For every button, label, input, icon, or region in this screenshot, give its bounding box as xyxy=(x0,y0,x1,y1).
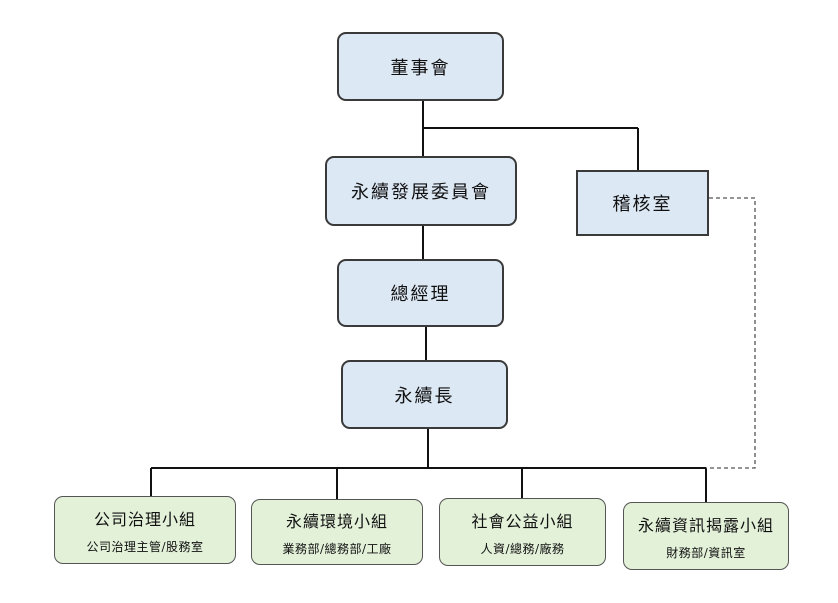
group-title: 永續資訊揭露小組 xyxy=(637,515,774,535)
board-label: 董事會 xyxy=(390,57,451,79)
general-manager-label: 總經理 xyxy=(390,284,451,305)
sustainability-committee-node: 永續發展委員會 xyxy=(325,156,517,226)
group-title: 社會公益小組 xyxy=(471,511,574,531)
general-manager-node: 總經理 xyxy=(337,259,504,327)
chief-sustainability-node: 永續長 xyxy=(341,360,508,429)
group-box-environment: 永續環境小組 業務部/總務部/工廠 xyxy=(251,499,423,565)
group-box-governance: 公司治理小組 公司治理主管/股務室 xyxy=(54,496,236,564)
group-members: 財務部/資訊室 xyxy=(666,545,746,560)
group-title: 公司治理小組 xyxy=(93,509,196,529)
group-box-social: 社會公益小組 人資/總務/廠務 xyxy=(439,498,606,566)
sustainability-committee-label: 永續發展委員會 xyxy=(351,182,491,203)
group-members: 人資/總務/廠務 xyxy=(480,541,565,556)
board-node: 董事會 xyxy=(337,32,504,101)
audit-office-label: 稽核室 xyxy=(612,194,673,215)
group-box-disclosure: 永續資訊揭露小組 財務部/資訊室 xyxy=(623,502,789,570)
group-members: 業務部/總務部/工廠 xyxy=(282,541,392,556)
dashed-line-audit xyxy=(706,197,756,469)
group-members: 公司治理主管/股務室 xyxy=(86,539,204,554)
audit-office-node: 稽核室 xyxy=(576,170,709,236)
group-title: 永續環境小組 xyxy=(285,511,388,531)
chief-sustainability-label: 永續長 xyxy=(394,385,455,407)
